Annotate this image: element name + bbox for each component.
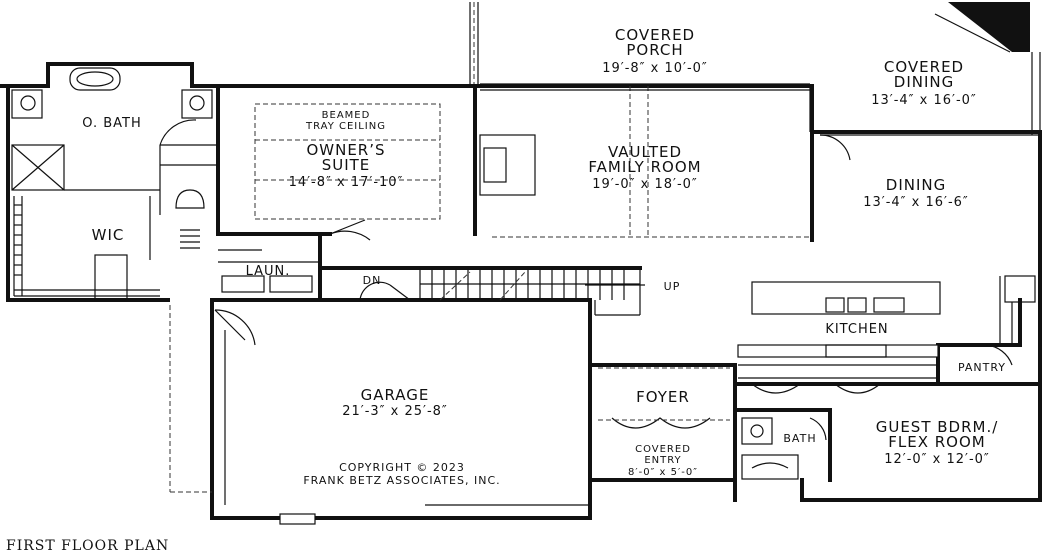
- stair-up: UP: [664, 280, 681, 293]
- laundry-name: LAUN.: [246, 264, 291, 279]
- bath-name: BATH: [783, 432, 816, 445]
- kitchen-fixtures: [737, 275, 1036, 379]
- guest-name2: FLEX ROOM: [888, 433, 985, 451]
- copyright-line2: FRANK BETZ ASSOCIATES, INC.: [303, 474, 500, 487]
- family-room-name1: VAULTED: [608, 143, 682, 161]
- pantry-name: PANTRY: [958, 361, 1006, 374]
- foyer-name: FOYER: [636, 388, 690, 406]
- garage-name: GARAGE: [361, 386, 430, 404]
- garage-details: [169, 305, 730, 525]
- owners-suite-name2: SUITE: [322, 156, 371, 174]
- exterior-walls: [0, 62, 1042, 520]
- obath-name: O. BATH: [82, 116, 142, 131]
- family-room-details: [479, 86, 812, 238]
- covered-dining-dims: 13′-4″ x 16′-0″: [871, 93, 977, 108]
- owner-bath-fixtures: [11, 67, 218, 215]
- garage-dims: 21′-3″ x 25′-8″: [342, 404, 448, 419]
- family-room-dims: 19′-0″ x 18′-0″: [592, 177, 698, 192]
- ceiling-note1: BEAMED: [322, 110, 371, 121]
- laundry-fixtures: [218, 249, 320, 293]
- covered-dining-name2: DINING: [894, 73, 954, 91]
- porch-name2: PORCH: [626, 41, 683, 59]
- plan-title: FIRST FLOOR PLAN: [6, 538, 169, 554]
- owners-suite-name1: OWNER’S: [306, 141, 385, 159]
- kitchen-name: KITCHEN: [825, 322, 888, 337]
- wic-name: WIC: [92, 226, 125, 244]
- dining-name: DINING: [886, 176, 946, 194]
- wic-shelving: [13, 196, 200, 301]
- guest-dims: 12′-0″ x 12′-0″: [884, 452, 990, 467]
- owners-suite-dims: 14′-8″ x 17′-10″: [289, 175, 404, 190]
- family-room-name2: FAMILY ROOM: [588, 158, 701, 176]
- covered-dining-name1: COVERED: [884, 58, 964, 76]
- doors: [214, 134, 1013, 441]
- covered-dining-outline: [820, 2, 1041, 136]
- entry-name1: COVERED: [635, 444, 691, 455]
- ceiling-note2: TRAY CEILING: [305, 121, 386, 132]
- porch-name1: COVERED: [615, 26, 695, 44]
- owner-suite-ceiling: [254, 103, 441, 220]
- entry-name2: ENTRY: [644, 455, 681, 466]
- copyright-line1: COPYRIGHT © 2023: [339, 461, 465, 474]
- stair-down: DN: [363, 274, 382, 287]
- room-labels: COVERED PORCH 19′-8″ x 10′-0″ COVERED DI…: [82, 26, 1006, 487]
- stair: [359, 268, 645, 316]
- guest-name1: GUEST BDRM./: [876, 418, 999, 436]
- entry-dims: 8′-0″ x 5′-0″: [628, 467, 698, 478]
- guest-bath-fixtures: [741, 417, 799, 480]
- porch-dims: 19′-8″ x 10′-0″: [602, 61, 708, 76]
- dining-dims: 13′-4″ x 16′-6″: [863, 195, 969, 210]
